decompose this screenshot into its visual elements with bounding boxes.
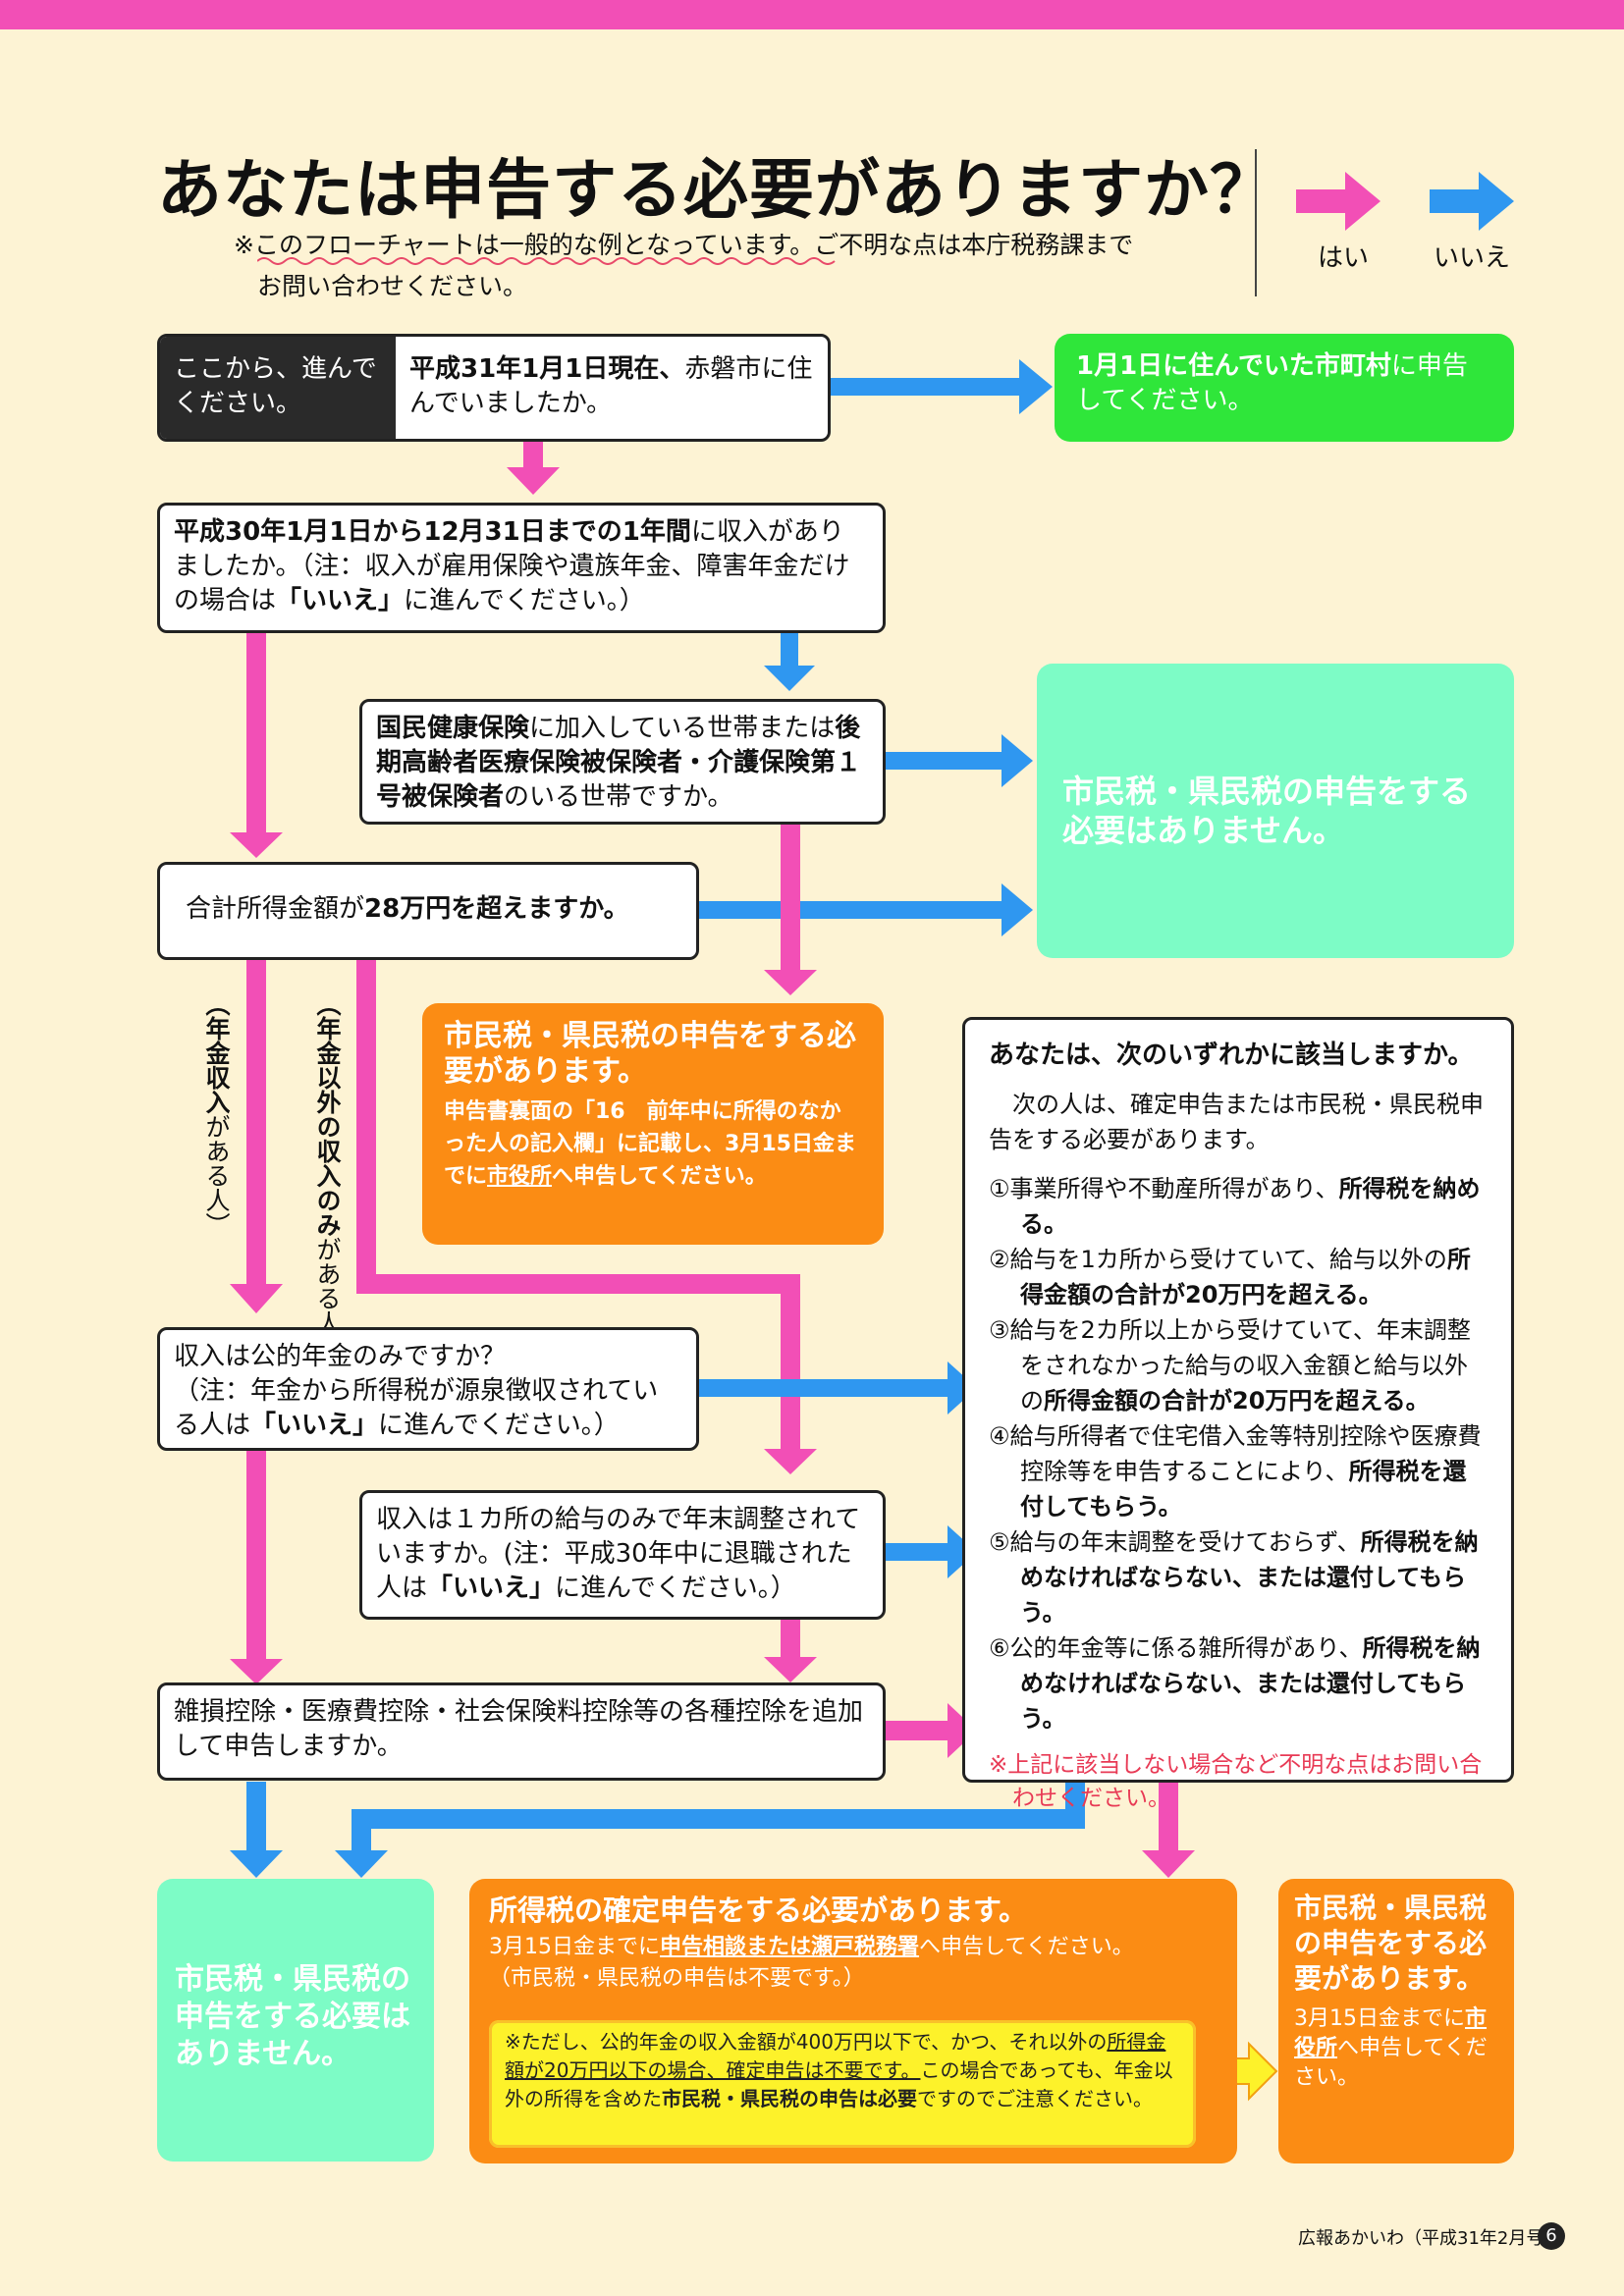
no-arrow-icon [1430,172,1514,231]
criteria-note: ※上記に該当しない場合など不明な点はお問い合わせください。 [989,1752,1483,1811]
page-number: 6 [1538,2222,1565,2250]
arrow-yes-criteria-city2 [1142,1782,1195,1878]
legend-yes-label: はい [1318,243,1370,273]
arrow-yes-q2-q4 [230,633,283,858]
header-note-line2: お問い合わせください。 [257,272,528,300]
question-deductions: 雑損控除・医療費控除・社会保険料控除等の各種控除を追加して申告しますか。 [157,1682,886,1781]
result-city-tax-required-2: 市民税・県民税の申告をする必要があります。 3月15日金までに市役所へ申告してく… [1278,1879,1514,2163]
label-pension-income: （年金収入がある人） [202,991,231,1237]
arrow-yes-q3-city [764,825,817,995]
page-title: あなたは申告する必要がありますか？ [157,152,1275,228]
result-other-municipality: 1月1日に住んでいた市町村に申告してください。 [1055,334,1514,442]
arrow-no-q4-none [699,883,1033,936]
arrow-no-q1-green [830,359,1053,414]
result-city-tax-2-detail: 3月15日金までに市役所へ申告してください。 [1294,2006,1488,2090]
result-not-required-2: 市民税・県民税の申告をする必要はありません。 [157,1879,434,2162]
criteria-title: あなたは、次のいずれかに該当しますか。 [989,1041,1474,1070]
result-income-tax-title: 所得税の確定申告をする必要があります。 [489,1894,1028,1927]
footer-text: 広報あかいわ（平成31年2月号） [1298,2228,1562,2249]
question-pension-only-line2: （注：年金から所得税が源泉徴収されている人は「いいえ」に進んでください。） [174,1376,659,1440]
question-single-salary: 収入は１カ所の給与のみで年末調整されていますか。(注：平成30年中に退職された人… [359,1490,886,1620]
legend-divider [1255,149,1257,296]
criteria-item: ④給与所得者で住宅借入金等特別控除や医療費控除等を申告することにより、所得税を還… [989,1422,1482,1521]
criteria-intro: 次の人は、確定申告または市民税・県民税申告をする必要があります。 [989,1091,1484,1153]
criteria-item: ⑤給与の年末調整を受けておらず、所得税を納めなければならない、または還付してもら… [989,1528,1479,1627]
criteria-list: ①事業所得や不動産所得があり、所得税を納める。 ②給与を1カ所から受けていて、給… [989,1171,1488,1736]
arrow-yes-q6-q7 [764,1620,817,1682]
legend-no-label: いいえ [1434,243,1511,273]
result-income-tax-required: 所得税の確定申告をする必要があります。 3月15日金までに申告相談または瀬戸税務… [469,1879,1237,2163]
question-residence: ここから、進んでください。 平成31年1月1日現在、赤磐市に住んでいましたか。 [157,334,831,442]
question-pension-only-line1: 収入は公的年金のみですか？ [174,1342,507,1371]
arrow-yes-q1-q2 [507,440,560,495]
question-pension-only: 収入は公的年金のみですか？ （注：年金から所得税が源泉徴収されている人は「いいえ… [157,1327,699,1451]
arrow-no-q3-none [886,734,1033,787]
yes-arrow-icon [1296,172,1380,231]
start-label: ここから、進んでください。 [160,337,396,439]
arrow-yes-q5-q7 [230,1451,283,1684]
question-residence-text: 平成31年1月1日現在、赤磐市に住んでいましたか。 [409,354,813,418]
result-not-required-1: 市民税・県民税の申告をする必要はありません。 [1037,664,1514,958]
criteria-box: あなたは、次のいずれかに該当しますか。 次の人は、確定申告または市民税・県民税申… [962,1017,1514,1811]
label-non-pension-income: （年金以外の収入のみがある人） [313,991,342,1360]
top-color-bar [0,0,1624,29]
arrow-no-q2-q3 [764,633,815,691]
criteria-item: ③給与を2カ所以上から受けていて、年末調整をされなかった給与の収入金額と給与以外… [989,1316,1471,1415]
result-city-tax-2-title: 市民税・県民税の申告をする必要があります。 [1294,1892,1488,1995]
result-income-tax-detail: 3月15日金までに申告相談または瀬戸税務署へ申告してください。 [489,1935,1134,1959]
arrow-no-q7-none2 [230,1782,283,1878]
arrow-no-criteria-none2 [335,1782,1085,1878]
result-income-tax-subnote: （市民税・県民税の申告は不要です。） [489,1966,865,1991]
criteria-item: ②給与を1カ所から受けていて、給与以外の所得金額の合計が20万円を超える。 [989,1246,1471,1308]
result-city-tax-required: 市民税・県民税の申告をする必要があります。 申告書裏面の「16 前年中に所得のな… [422,1003,884,1245]
result-income-tax-note: ※ただし、公的年金の収入金額が400万円以下で、かつ、それ以外の所得金額が20万… [489,2020,1196,2148]
wavy-underline [257,257,836,265]
question-insurance: 国民健康保険に加入している世帯または後期高齢者医療保険被保険者・介護保険第１号被… [359,699,886,825]
result-city-tax-detail: 申告書裏面の「16 前年中に所得のなかった人の記入欄」に記載し、3月15日金まで… [444,1099,856,1189]
result-city-tax-title: 市民税・県民税の申告をする必要があります。 [444,1019,856,1089]
arrow-no-q5-criteria [699,1362,977,1415]
arrow-yes-q4-q6 [356,960,817,1474]
question-total-income: 合計所得金額が28万円を超えますか。 [157,862,699,960]
arrow-yes-q4-q5 [230,960,283,1313]
criteria-item: ①事業所得や不動産所得があり、所得税を納める。 [989,1175,1481,1238]
criteria-item: ⑥公的年金等に係る雑所得があり、所得税を納めなければならない、または還付してもら… [989,1634,1481,1733]
header-note-line1: ※このフローチャートは一般的な例となっています。ご不明な点は本庁税務課まで [234,231,1134,259]
question-income: 平成30年1月1日から12月31日までの1年間に収入がありましたか。（注：収入が… [157,503,886,633]
